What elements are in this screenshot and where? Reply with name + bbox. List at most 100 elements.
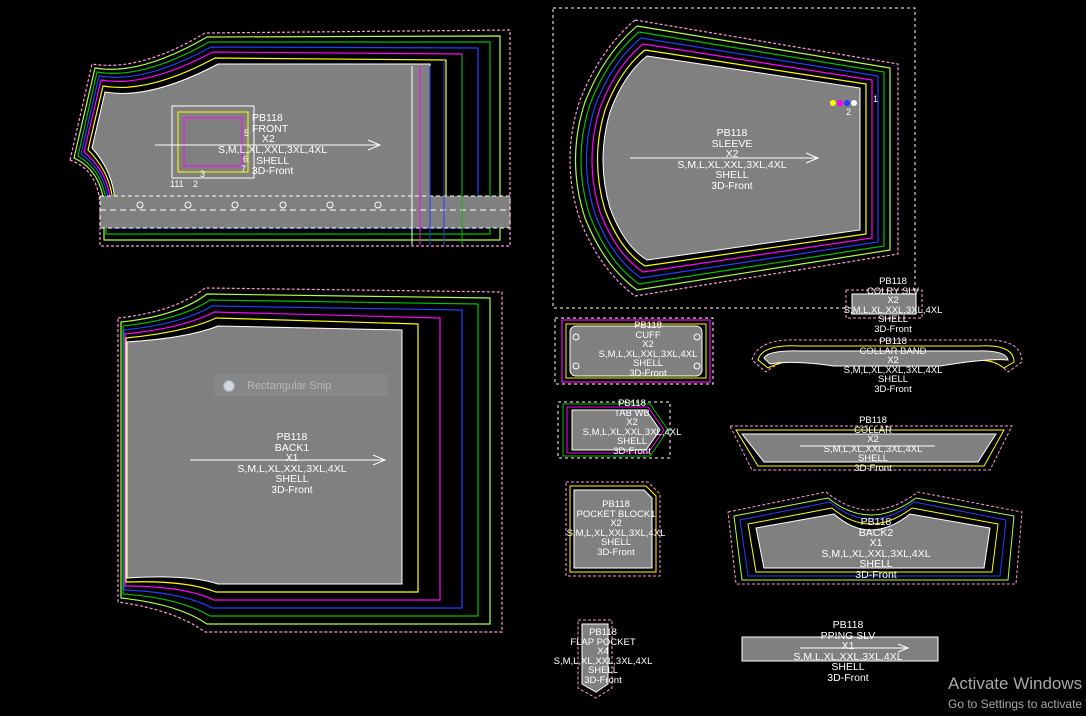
label-line: PB118 <box>879 336 907 347</box>
label-line: X1 <box>841 640 855 652</box>
label-line: S,M,L,XL,XXL,3XL,4XL <box>677 158 787 171</box>
label-line: SLEEVE <box>711 137 753 150</box>
watermark-subtitle: Go to Settings to activate Windows. <box>948 697 1086 711</box>
label-line: S,M,L,XL,XXL,3XL,4XL <box>582 426 682 438</box>
label-colr-slv: PB118 COLRY SLV X2 S,M,L,XL,XXL,3XL,4XL … <box>836 277 950 334</box>
label-tab-wb: PB118 TAB WB X2 S,M,L,XL,XXL,3XL,4XL SHE… <box>572 399 692 456</box>
label-collar-band: PB118 COLLAR BAND X2 S,M,L,XL,XXL,3XL,4X… <box>836 337 950 394</box>
piece-cuff[interactable] <box>554 317 714 385</box>
piece-front[interactable] <box>69 29 511 247</box>
label-line: 3D-Front <box>629 367 667 379</box>
label-line: 3D-Front <box>613 445 651 457</box>
label-line: PB118 <box>832 619 864 631</box>
piece-collar[interactable] <box>729 425 1013 471</box>
label-line: 3D-Front <box>874 323 912 335</box>
label-line: S,M,L,XL,XXL,3XL,4XL <box>218 144 328 156</box>
piece-sleeve[interactable] <box>552 7 916 309</box>
label-front-sizes: S,M,L,XL,XXL,3XL,4XL SHELL 3D-Front <box>218 145 327 177</box>
label-sleeve: PB118 SLEEVE X2 S,M,L,XL,XXL,3XL,4XL SHE… <box>672 128 792 191</box>
label-line: X1 <box>869 537 883 549</box>
label-line: 3D-Front <box>271 483 313 496</box>
snip-icon <box>223 380 235 392</box>
piece-back2[interactable] <box>727 491 1023 585</box>
label-line: 3D-Front <box>597 546 635 558</box>
label-line: 3D-Front <box>854 462 892 474</box>
label-line: SHELL <box>877 374 909 385</box>
label-back1: PB118 BACK1 X1 S,M,L,XL,XXL,3XL,4XL SHEL… <box>232 432 352 495</box>
front-mark: 5 <box>244 128 250 138</box>
label-back2: PB118 BACK2 X1 S,M,L,XL,XXL,3XL,4XL SHEL… <box>818 517 934 580</box>
rectangular-snip-overlay[interactable]: Rectangular Snip <box>214 374 388 396</box>
label-line: 3D-Front <box>711 179 753 192</box>
label-line: COLLAR <box>853 424 892 436</box>
label-line: FRONT <box>252 122 289 135</box>
label-line: SHELL <box>255 154 290 167</box>
label-line: 3D-Front <box>827 671 869 684</box>
label-line: PB118 <box>716 127 748 139</box>
snip-label: Rectangular Snip <box>247 380 332 392</box>
piece-flap-pocket[interactable] <box>577 619 613 699</box>
label-line: PB118 <box>860 516 892 528</box>
label-line: X2 <box>887 355 899 366</box>
label-line: X2 <box>262 133 275 145</box>
label-line: SHELL <box>715 169 749 181</box>
label-line: 3D-Front <box>855 568 897 581</box>
piece-pocket-block1[interactable] <box>565 481 661 577</box>
label-line: PB118 <box>859 415 887 426</box>
label-line: PPING SLV <box>820 629 876 642</box>
piece-collar-band[interactable] <box>751 339 1023 373</box>
piece-piping-slv[interactable] <box>741 636 939 662</box>
label-line: X2 <box>867 434 879 445</box>
label-line: SHELL <box>859 558 893 570</box>
label-line: 3D-Front <box>251 165 294 177</box>
label-line: POCKET BLOCK1 <box>576 508 656 520</box>
label-line: 3D-Front <box>584 674 622 686</box>
label-line: SHELL <box>857 453 889 464</box>
label-line: CUFF <box>635 329 661 341</box>
label-line: S,M,L,XL,XXL,3XL,4XL <box>793 650 903 663</box>
label-line: S,M,L,XL,XXL,3XL,4XL <box>823 443 923 455</box>
front-mark: 3 <box>200 169 206 179</box>
label-piping-slv: PB118 PPING SLV X1 S,M,L,XL,XXL,3XL,4XL … <box>790 620 906 683</box>
label-line: S,M,L,XL,XXL,3XL,4XL <box>843 304 943 316</box>
label-line: COLRY SLV <box>866 285 920 297</box>
label-line: PB118 <box>589 627 617 638</box>
label-line: SHELL <box>877 314 909 325</box>
label-line: BACK1 <box>274 441 310 454</box>
label-cuff: PB118 CUFF X2 S,M,L,XL,XXL,3XL,4XL SHELL… <box>590 321 706 378</box>
label-line: TAB WB <box>614 407 650 419</box>
front-mark: 6 <box>243 154 249 164</box>
label-line: BACK2 <box>858 526 894 539</box>
label-line: SHELL <box>587 665 619 676</box>
label-flap-pocket: PB118 FLAP POCKET X4 S,M,L,XL,XXL,3XL,4X… <box>546 628 660 685</box>
label-line: 3D-Front <box>874 383 912 395</box>
label-line: SHELL <box>275 473 309 485</box>
label-line: S,M,L,XL,XXL,3XL,4XL <box>237 462 347 475</box>
label-line: S,M,L,XL,XXL,3XL,4XL <box>566 527 666 539</box>
piece-tab-wb[interactable] <box>557 401 671 459</box>
label-line: PB118 <box>602 499 630 510</box>
front-mark: 2 <box>193 179 199 189</box>
sleeve-mark: 1 <box>873 94 879 104</box>
label-line: PB118 <box>634 320 662 331</box>
label-line: S,M,L,XL,XXL,3XL,4XL <box>598 348 698 360</box>
label-line: X2 <box>610 518 622 529</box>
label-line: X2 <box>887 295 899 306</box>
label-line: PB118 <box>252 112 283 124</box>
watermark-title: Activate Windows <box>948 674 1083 693</box>
label-line: X2 <box>642 339 654 350</box>
label-line: X2 <box>725 148 739 160</box>
label-line: FLAP POCKET <box>570 636 636 648</box>
label-line: SHELL <box>616 436 648 447</box>
front-mark: 111 <box>170 179 184 189</box>
label-line: S,M,L,XL,XXL,3XL,4XL <box>843 364 943 376</box>
piece-colr-slv[interactable] <box>845 289 923 319</box>
label-line: PB118 <box>879 276 907 287</box>
sleeve-mark: 2 <box>846 107 852 117</box>
label-pocket-block1: PB118 POCKET BLOCK1 X2 S,M,L,XL,XXL,3XL,… <box>558 500 674 557</box>
front-mark: 7 <box>241 164 247 174</box>
activate-windows-watermark: Activate Windows Go to Settings to activ… <box>948 674 1086 712</box>
label-line: PB118 <box>618 398 646 409</box>
label-front: PB118 FRONT X2 <box>252 113 288 145</box>
label-line: S,M,L,XL,XXL,3XL,4XL <box>821 547 931 560</box>
